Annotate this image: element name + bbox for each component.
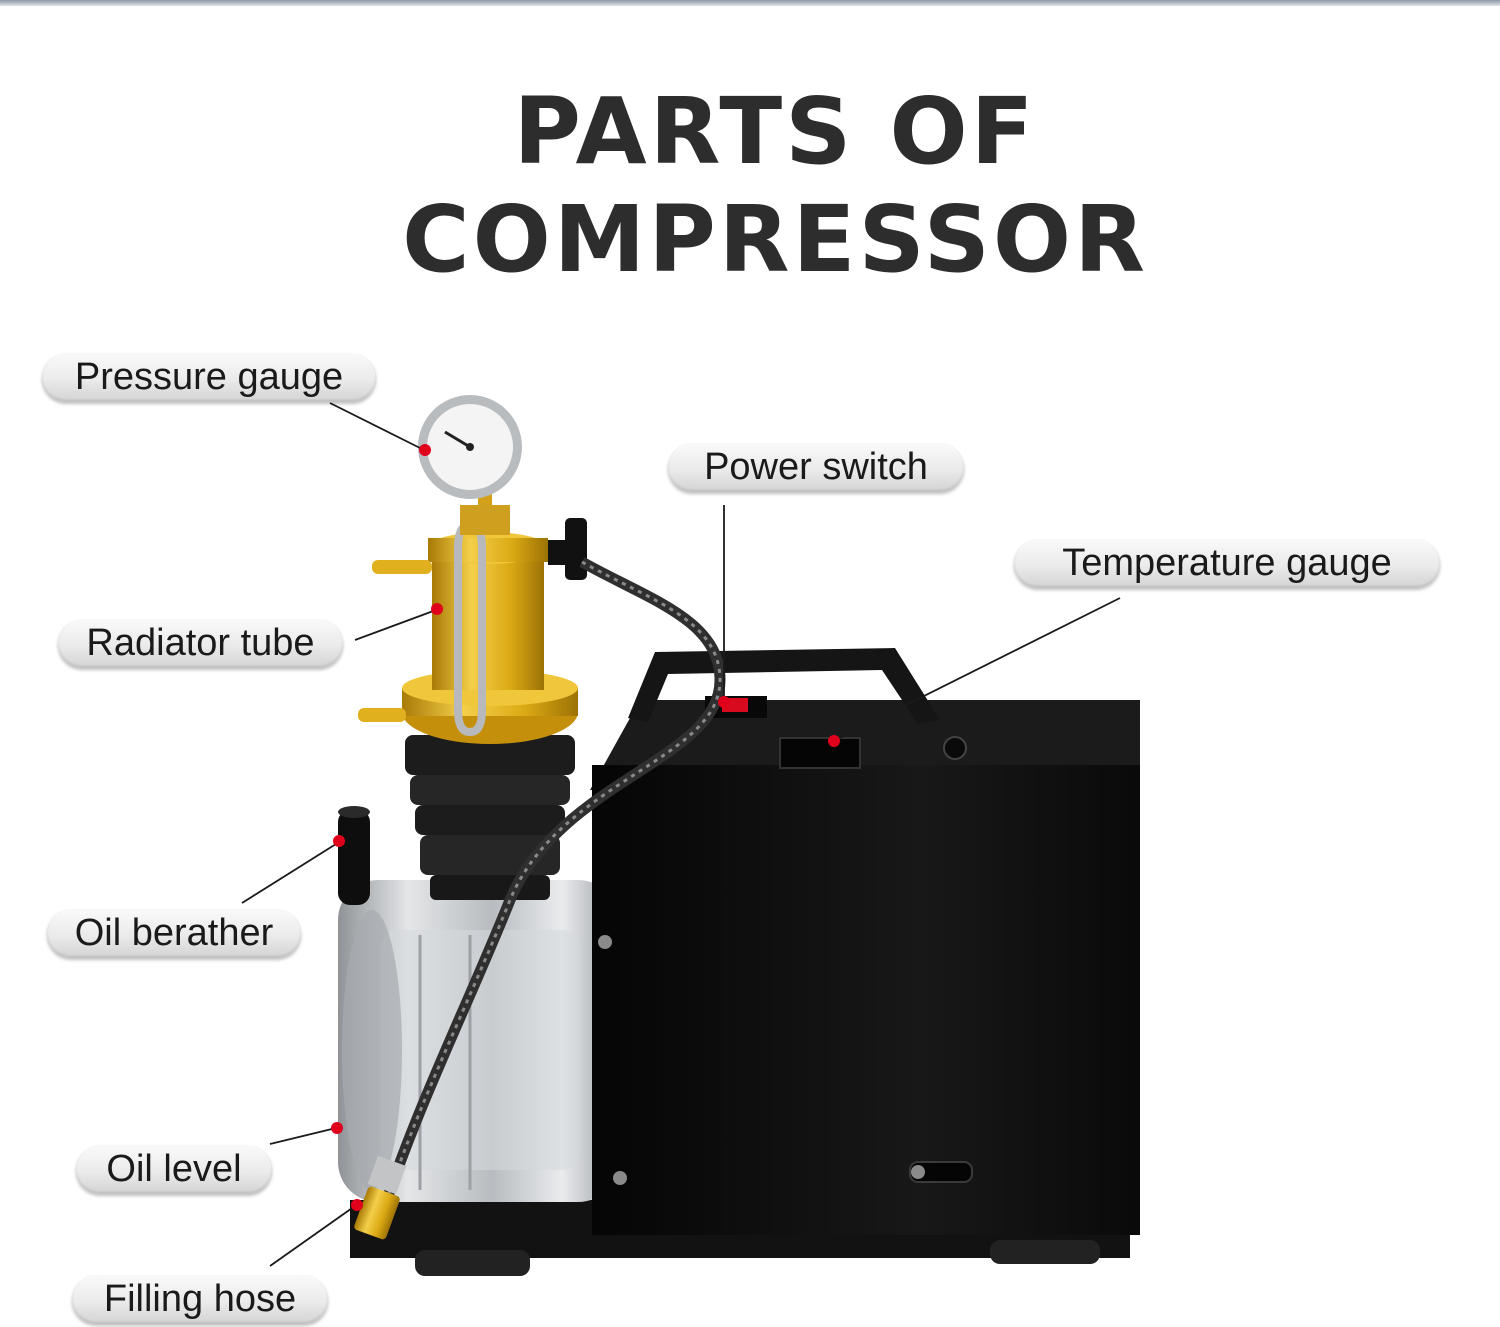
leader-lines bbox=[241, 402, 1121, 1267]
cabinet-box bbox=[590, 696, 1140, 1235]
gauge-dial bbox=[418, 395, 522, 499]
marker-oil-berather bbox=[333, 835, 345, 847]
marker-pressure-gauge bbox=[419, 444, 431, 456]
hose-fitting bbox=[354, 1155, 407, 1240]
marker-radiator-tube bbox=[431, 603, 443, 615]
label-oil-berather: Oil berather bbox=[47, 909, 301, 957]
label-radiator-tube: Radiator tube bbox=[58, 619, 343, 667]
label-power-switch: Power switch bbox=[668, 443, 964, 491]
marker-dots bbox=[331, 444, 840, 1211]
marker-filling-hose bbox=[351, 1199, 363, 1211]
oil-breather-cap bbox=[338, 806, 370, 905]
title-line-2: COMPRESSOR bbox=[402, 186, 1148, 293]
carry-handle bbox=[628, 648, 940, 724]
label-pressure-gauge: Pressure gauge bbox=[42, 353, 376, 401]
page-title: PARTS OF COMPRESSOR bbox=[250, 78, 1300, 294]
label-temperature-gauge: Temperature gauge bbox=[1014, 539, 1440, 587]
marker-power-switch bbox=[718, 696, 730, 708]
top-border bbox=[0, 0, 1500, 6]
motor-housing bbox=[338, 880, 618, 1202]
label-filling-hose: Filling hose bbox=[72, 1275, 328, 1323]
marker-oil-level bbox=[331, 1122, 343, 1134]
marker-temperature-gauge bbox=[828, 735, 840, 747]
brass-cylinder bbox=[372, 520, 548, 737]
title-line-1: PARTS OF bbox=[513, 78, 1037, 185]
cylinder-head bbox=[405, 735, 575, 900]
label-oil-level: Oil level bbox=[76, 1145, 272, 1193]
